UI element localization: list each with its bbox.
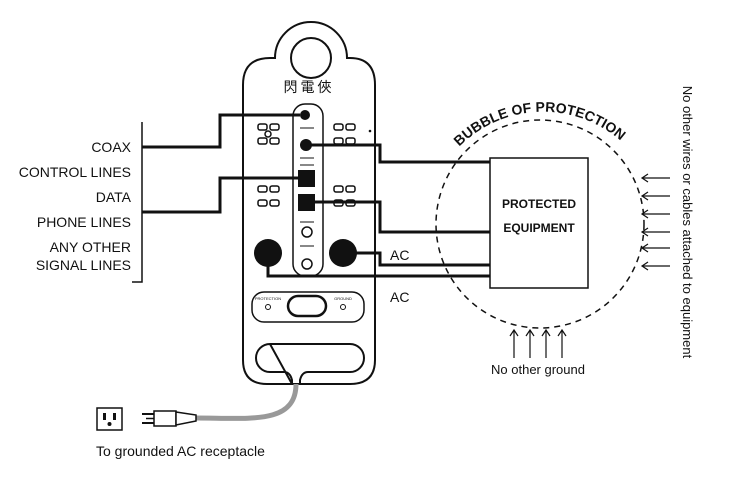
equipment-label-line1: PROTECTED	[502, 197, 576, 211]
side-arrows	[640, 173, 670, 271]
equipment-box	[489, 157, 589, 289]
output-wires: AC AC	[266, 143, 490, 305]
power-cord	[142, 383, 299, 427]
hanging-hole	[290, 37, 332, 79]
ac-wire-upper	[343, 251, 490, 267]
label-signal-lines: SIGNAL LINES	[36, 257, 131, 273]
equipment-label-line2: EQUIPMENT	[503, 221, 575, 235]
coax-input-wire	[142, 113, 300, 149]
ac-label-lower: AC	[390, 289, 409, 305]
ac-label-upper: AC	[390, 247, 409, 263]
coax-in-jack[interactable]	[300, 110, 310, 120]
label-coax: COAX	[91, 139, 131, 155]
signal-bracket	[132, 122, 143, 283]
ground-indicator-label: GROUND	[334, 296, 352, 301]
plug-body	[153, 410, 177, 427]
bubble-circle	[435, 119, 645, 329]
phone-out-jack[interactable]	[301, 258, 313, 270]
ground-indicator-light	[340, 304, 346, 310]
phone-in-jack[interactable]	[301, 226, 313, 238]
connector-panel	[292, 103, 324, 277]
side-note: No other wires or cables attached to equ…	[680, 86, 695, 359]
input-wires	[142, 113, 300, 214]
data-output-wire	[315, 200, 490, 234]
outlet-left-top	[257, 123, 280, 138]
data-input-wire	[142, 176, 298, 214]
receptacle-plate	[96, 407, 123, 431]
wall-receptacle	[96, 407, 123, 431]
reset-button[interactable]	[286, 294, 328, 318]
plug-strain-relief	[175, 411, 197, 426]
brand-glyphs: 閃電俠	[284, 79, 335, 95]
protection-indicator-label: PROTECTION	[255, 296, 281, 301]
ac-wire-lower	[266, 253, 490, 278]
no-ground-label: No other ground	[491, 362, 585, 377]
cord-handle	[255, 342, 365, 385]
receptacle-label: To grounded AC receptacle	[96, 443, 265, 459]
cord-line	[194, 383, 299, 421]
surge-protector: 閃電俠	[242, 21, 376, 385]
data-in-jack[interactable]	[298, 170, 315, 187]
protected-equipment: PROTECTED EQUIPMENT	[489, 157, 589, 289]
signal-lines-group: COAX CONTROL LINES DATA PHONE LINES ANY …	[19, 122, 143, 283]
label-data: DATA	[96, 189, 132, 205]
data-out-jack[interactable]	[298, 194, 315, 211]
label-any-other: ANY OTHER	[50, 239, 131, 255]
coax-output-wire	[306, 143, 490, 164]
ground-arrows	[509, 328, 567, 358]
outlet-left-middle	[257, 137, 280, 145]
label-control-lines: CONTROL LINES	[19, 164, 131, 180]
protection-indicator-light	[265, 304, 271, 310]
label-phone-lines: PHONE LINES	[37, 214, 131, 230]
outlet-left-lower	[257, 185, 280, 207]
